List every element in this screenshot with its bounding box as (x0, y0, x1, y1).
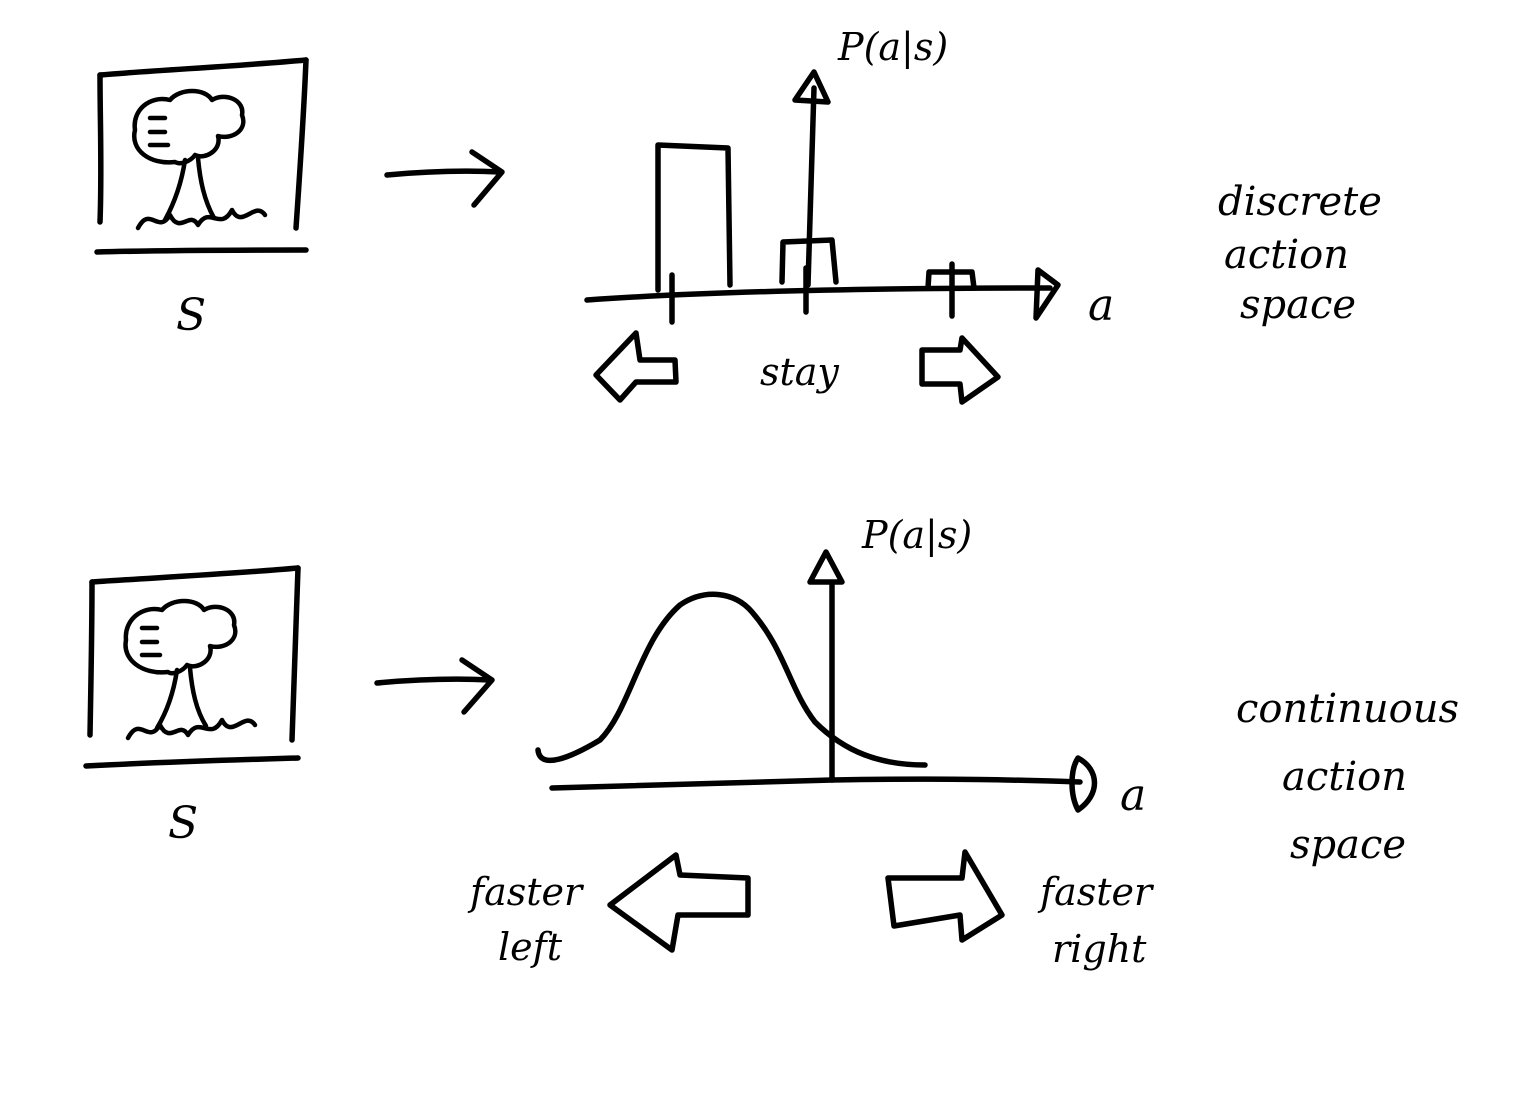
x-axis-label-bottom: a (1120, 770, 1146, 821)
continuous-panel: S P(a|s) a faster left faster right cont… (83, 513, 1459, 971)
description-line-2-top: action (1224, 232, 1349, 278)
y-axis-arrowhead-top (792, 69, 831, 105)
x-axis-top (584, 285, 1053, 303)
bar-label-stay: stay (760, 350, 839, 394)
y-axis-arrowhead-bottom (807, 549, 845, 585)
state-frame-bottom (83, 565, 301, 769)
description-line-1-bottom: continuous (1236, 686, 1459, 732)
continuous-axes (549, 549, 1098, 813)
x-axis-label-top: a (1088, 280, 1114, 331)
discrete-axes (584, 69, 1061, 321)
tree-icon (131, 88, 268, 231)
state-label-bottom: S (168, 798, 198, 849)
description-line-3-bottom: space (1290, 822, 1406, 868)
state-frame-top (94, 57, 309, 255)
right-arrow-icon (919, 335, 1001, 405)
x-axis-bottom (549, 776, 1083, 791)
bar-left (655, 142, 733, 293)
mapping-arrow-bottom (374, 657, 495, 715)
description-line-2-bottom: action (1282, 754, 1407, 800)
right-arrow-icon (885, 849, 1005, 943)
mapping-arrow-top (384, 149, 505, 208)
bar-stay (779, 237, 839, 285)
left-arrow-icon (607, 852, 751, 953)
x-axis-arrowhead-bottom (1069, 755, 1098, 813)
y-axis-label-bottom: P(a|s) (861, 513, 972, 557)
y-axis-top (805, 85, 817, 288)
discrete-panel: S P(a|s) a stay discrete action space (94, 25, 1382, 405)
state-label-top: S (176, 290, 206, 341)
left-arrow-icon (593, 330, 679, 403)
probability-density-curve (535, 591, 928, 768)
description-line-3-top: space (1240, 282, 1356, 328)
left-label-line-2: left (498, 925, 563, 969)
right-label-line-2: right (1052, 927, 1147, 971)
x-axis-arrowhead-top (1033, 267, 1061, 321)
right-label-line-1: faster (1037, 870, 1155, 914)
tree-icon (123, 598, 258, 741)
description-line-1-top: discrete (1218, 179, 1382, 225)
left-label-line-1: faster (467, 870, 585, 914)
y-axis-label-top: P(a|s) (837, 25, 948, 69)
